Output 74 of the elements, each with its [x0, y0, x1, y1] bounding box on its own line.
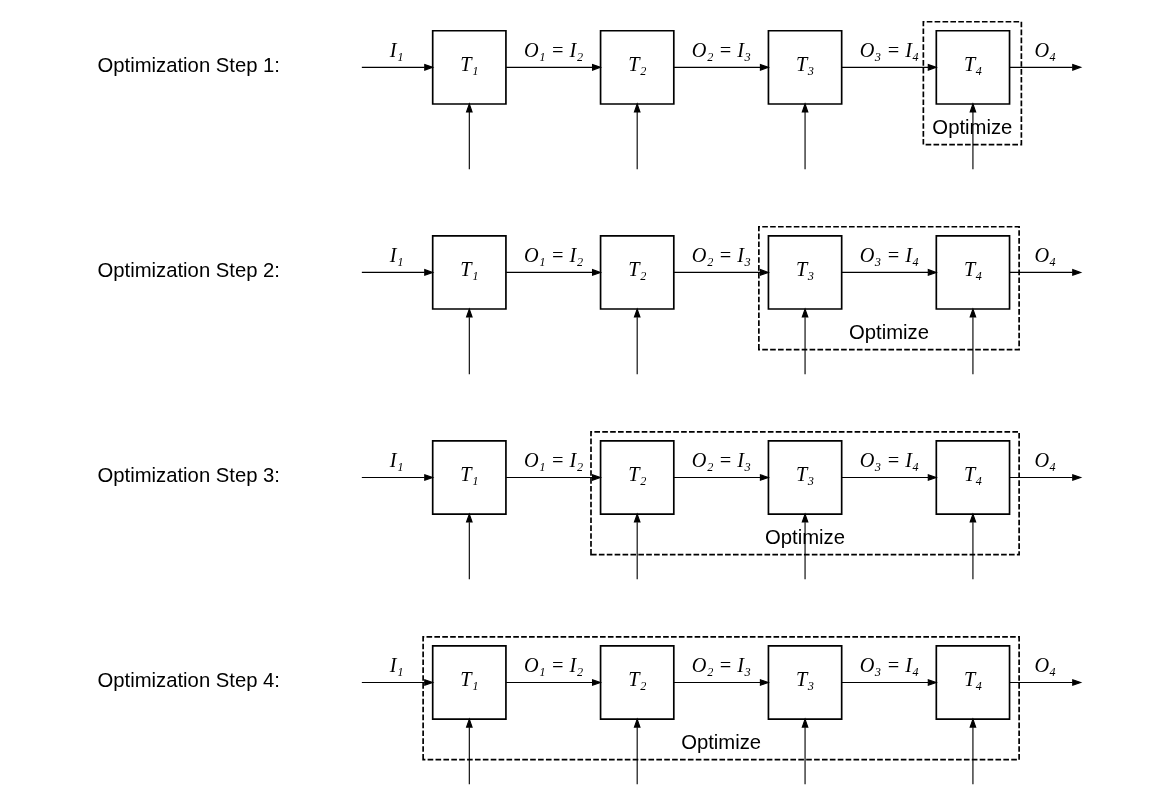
- edge-label: I₁: [389, 243, 404, 266]
- arrow: [801, 717, 809, 785]
- node-box: T₁: [431, 645, 507, 720]
- arrow: [1008, 473, 1082, 481]
- arrow: [465, 102, 473, 170]
- edge-label: O₄: [1033, 243, 1056, 266]
- arrow: [968, 307, 976, 375]
- edge-label: O₁ = I₂: [523, 448, 583, 471]
- node-box: T₂: [599, 645, 675, 720]
- label: Optimization Step 3:: [97, 464, 280, 487]
- arrow: [633, 307, 641, 375]
- node-box: T₄: [934, 234, 1010, 310]
- arrow: [1008, 63, 1082, 71]
- node-box: T₂: [599, 29, 675, 105]
- edge-label: I₁: [389, 653, 404, 676]
- node-box: T₃: [767, 645, 842, 720]
- node-box: T₁: [431, 440, 507, 515]
- edge-label: O₃ = I₄: [859, 243, 919, 266]
- edge-label: O₁ = I₂: [523, 38, 583, 61]
- edge-label: O₃ = I₄: [859, 448, 919, 471]
- arrow: [840, 678, 938, 687]
- edge-label: I₁: [389, 38, 404, 61]
- node-box: T₂: [599, 234, 675, 310]
- arrow: [505, 268, 602, 276]
- arrow: [840, 473, 938, 481]
- edge-label: O₃ = I₄: [859, 38, 919, 61]
- edge-label: O₄: [1033, 653, 1056, 676]
- node-box: T₄: [934, 645, 1010, 720]
- node-box: T₄: [934, 29, 1010, 105]
- arrow: [672, 473, 770, 481]
- edge-label: O₄: [1033, 448, 1056, 471]
- arrow: [840, 63, 938, 71]
- arrow: [633, 512, 641, 580]
- arrow: [360, 678, 434, 687]
- arrow: [505, 63, 602, 71]
- arrow: [1008, 678, 1082, 687]
- node-box: T₃: [767, 440, 842, 515]
- arrow: [360, 473, 434, 481]
- node-box: T₄: [934, 440, 1010, 515]
- arrow: [840, 268, 938, 276]
- edge-label: I₁: [389, 448, 404, 471]
- arrow: [360, 63, 434, 71]
- arrow: [672, 63, 770, 71]
- node-box: T₃: [767, 234, 842, 310]
- node-box: T₁: [431, 29, 507, 105]
- label: Optimization Step 4:: [97, 669, 280, 692]
- arrow: [465, 512, 473, 580]
- edge-label: O₂ = I₃: [691, 653, 751, 676]
- label: Optimization Step 1:: [97, 54, 280, 77]
- arrow: [968, 717, 976, 785]
- arrow: [672, 678, 770, 687]
- arrow: [465, 717, 473, 785]
- arrow: [968, 512, 976, 580]
- arrow: [360, 268, 434, 276]
- edge-label: O₂ = I₃: [691, 243, 751, 266]
- arrow: [1008, 268, 1082, 276]
- arrow: [672, 268, 770, 276]
- edge-label: O₃ = I₄: [859, 653, 919, 676]
- node-box: T₁: [431, 234, 507, 310]
- edge-label: O₂ = I₃: [691, 38, 751, 61]
- edge-label: O₁ = I₂: [523, 243, 583, 266]
- arrow: [633, 102, 641, 170]
- edge-label: O₁ = I₂: [523, 653, 583, 676]
- arrow: [633, 717, 641, 785]
- label: Optimization Step 2:: [97, 259, 280, 282]
- node-box: T₃: [767, 29, 842, 105]
- arrow: [465, 307, 473, 375]
- edge-label: O₄: [1033, 38, 1056, 61]
- arrow: [505, 473, 602, 481]
- arrow: [801, 102, 809, 170]
- arrow: [801, 307, 809, 375]
- node-box: T₂: [599, 440, 675, 515]
- arrow: [505, 678, 602, 687]
- edge-label: O₂ = I₃: [691, 448, 751, 471]
